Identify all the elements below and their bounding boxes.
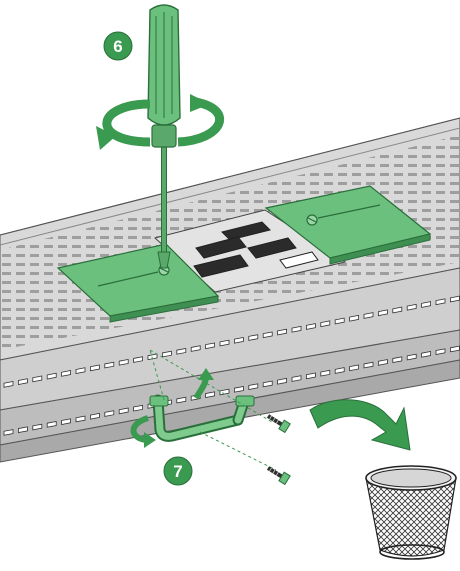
rail-slot: [421, 301, 432, 308]
rail-slot: [118, 358, 129, 366]
rail-slot: [377, 309, 388, 317]
rail-slot: [32, 375, 43, 383]
rail-slot: [320, 320, 331, 328]
connector-block: [153, 209, 347, 293]
rail-slot: [377, 359, 388, 366]
rail-slot: [133, 356, 144, 363]
step-6-label: 6: [113, 37, 122, 56]
step-6-badge: 6: [103, 31, 133, 61]
rail-slot: [392, 356, 403, 364]
rail-slot: [262, 380, 273, 388]
rail-slot: [3, 381, 14, 388]
wastebasket-icon: [365, 465, 457, 560]
rail-slot: [363, 312, 374, 319]
rail-slot: [61, 418, 71, 425]
rail-slot: [233, 336, 244, 344]
rail-slot: [277, 377, 288, 385]
screw-icon: [266, 414, 291, 434]
rail-front-bottom: [0, 359, 460, 463]
rail-slot: [176, 347, 187, 355]
rail-slot: [90, 364, 100, 372]
rail-slot: [320, 369, 331, 377]
rail-slot: [3, 429, 14, 436]
rail-slot: [349, 364, 360, 372]
connector-slot: [193, 254, 249, 278]
rail-slot: [435, 298, 446, 306]
guide-lines: [149, 349, 277, 471]
rail-slot: [262, 331, 273, 339]
rail-slot: [305, 323, 316, 330]
connector-slot: [221, 221, 271, 241]
rail-slot: [90, 412, 100, 420]
rail-slot: [32, 423, 43, 431]
connector-slot-small: [279, 251, 319, 269]
cover-plate-right: [264, 185, 432, 265]
rail-slot: [291, 375, 302, 382]
step-7-badge: 7: [163, 456, 193, 486]
rail-slot: [190, 345, 201, 352]
rail-slot: [61, 370, 71, 377]
rail-slot: [334, 367, 345, 374]
rail-slot: [147, 353, 158, 361]
screw-icon: [266, 466, 291, 486]
rail-slot: [421, 351, 432, 358]
rail-slot: [449, 295, 460, 303]
rail-slot: [75, 367, 86, 374]
rail-slot: [233, 386, 244, 393]
rail-slot: [205, 342, 216, 350]
rail-slot: [406, 303, 417, 311]
rail-slot: [104, 361, 115, 369]
rail-slot: [349, 314, 360, 322]
rail-slot: [248, 334, 259, 341]
rail-slot: [75, 415, 86, 423]
rail-slot: [392, 306, 403, 314]
rail-front-lower: [0, 329, 460, 446]
rail-slot: [176, 396, 187, 404]
connector-slot: [247, 237, 297, 259]
rail-slot: [435, 348, 446, 355]
rail-slot: [219, 339, 230, 347]
rail-slot: [248, 383, 259, 390]
rail-slot: [334, 317, 345, 325]
screwdriver-icon: [147, 4, 181, 269]
rail-slot: [219, 388, 230, 396]
rail-slot: [46, 372, 57, 380]
rail-slot: [406, 353, 417, 361]
rotate-arrow-icon: [130, 368, 214, 448]
rail-slot: [17, 426, 28, 434]
rail-slot: [205, 391, 216, 399]
rail-slot: [449, 345, 460, 353]
rail-slot: [133, 404, 144, 412]
rotate-arrow-icon: [96, 94, 224, 150]
mounting-rail: [0, 117, 460, 463]
rail-slot: [161, 350, 172, 358]
rail-slot: [277, 328, 288, 336]
rail-slot: [17, 378, 28, 385]
rail-slot: [46, 421, 57, 428]
rail-front-upper: [0, 267, 460, 411]
rail-slot: [291, 325, 302, 333]
connector-slot: [195, 236, 247, 259]
curved-arrow-icon: [309, 399, 411, 451]
rail-slot: [104, 410, 115, 417]
rail-slot: [118, 407, 129, 415]
rail-slot-row-upper: [3, 295, 460, 388]
rail-slot: [363, 361, 374, 369]
step-7-label: 7: [173, 462, 182, 481]
rail-slot: [305, 372, 316, 380]
